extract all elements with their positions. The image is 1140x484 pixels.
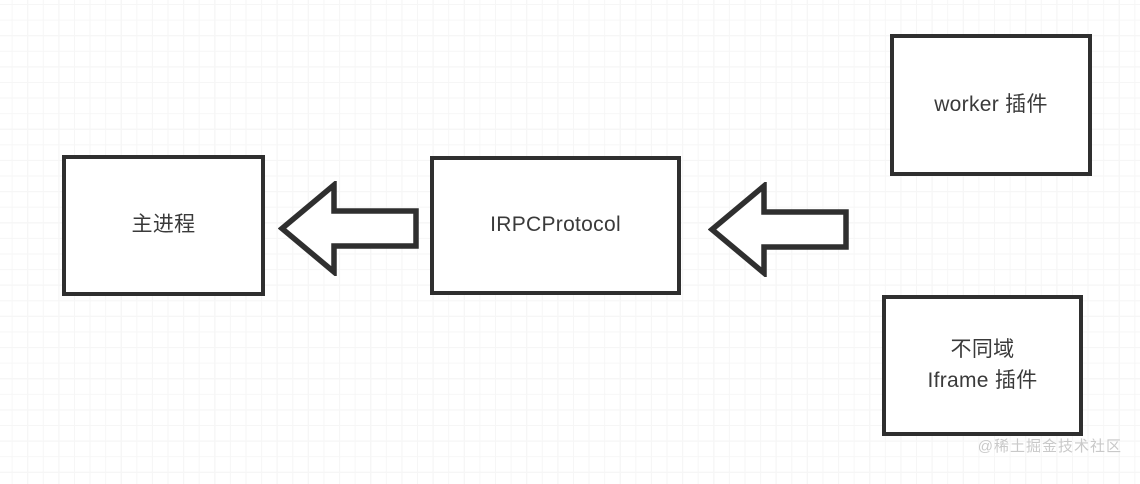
node-main-process-label: 主进程 [131,213,196,237]
arrow-left-irpc-to-main-process [278,181,420,276]
node-iframe-plugin[interactable]: 不同域 Iframe 插件 [882,295,1083,436]
node-worker-plugin-label: worker 插件 [934,92,1048,116]
arrow-left-icon [708,182,849,277]
arrow-left-plugins-to-irpc [708,182,850,277]
node-irpc-protocol[interactable]: IRPCProtocol [430,156,681,295]
node-irpc-protocol-label: IRPCProtocol [490,213,621,237]
node-worker-plugin[interactable]: worker 插件 [890,34,1092,176]
node-main-process[interactable]: 主进程 [62,155,265,296]
watermark: @稀土掘金技术社区 [977,438,1122,455]
arrow-left-icon [278,181,419,276]
node-iframe-plugin-label: 不同域 Iframe 插件 [927,338,1038,392]
